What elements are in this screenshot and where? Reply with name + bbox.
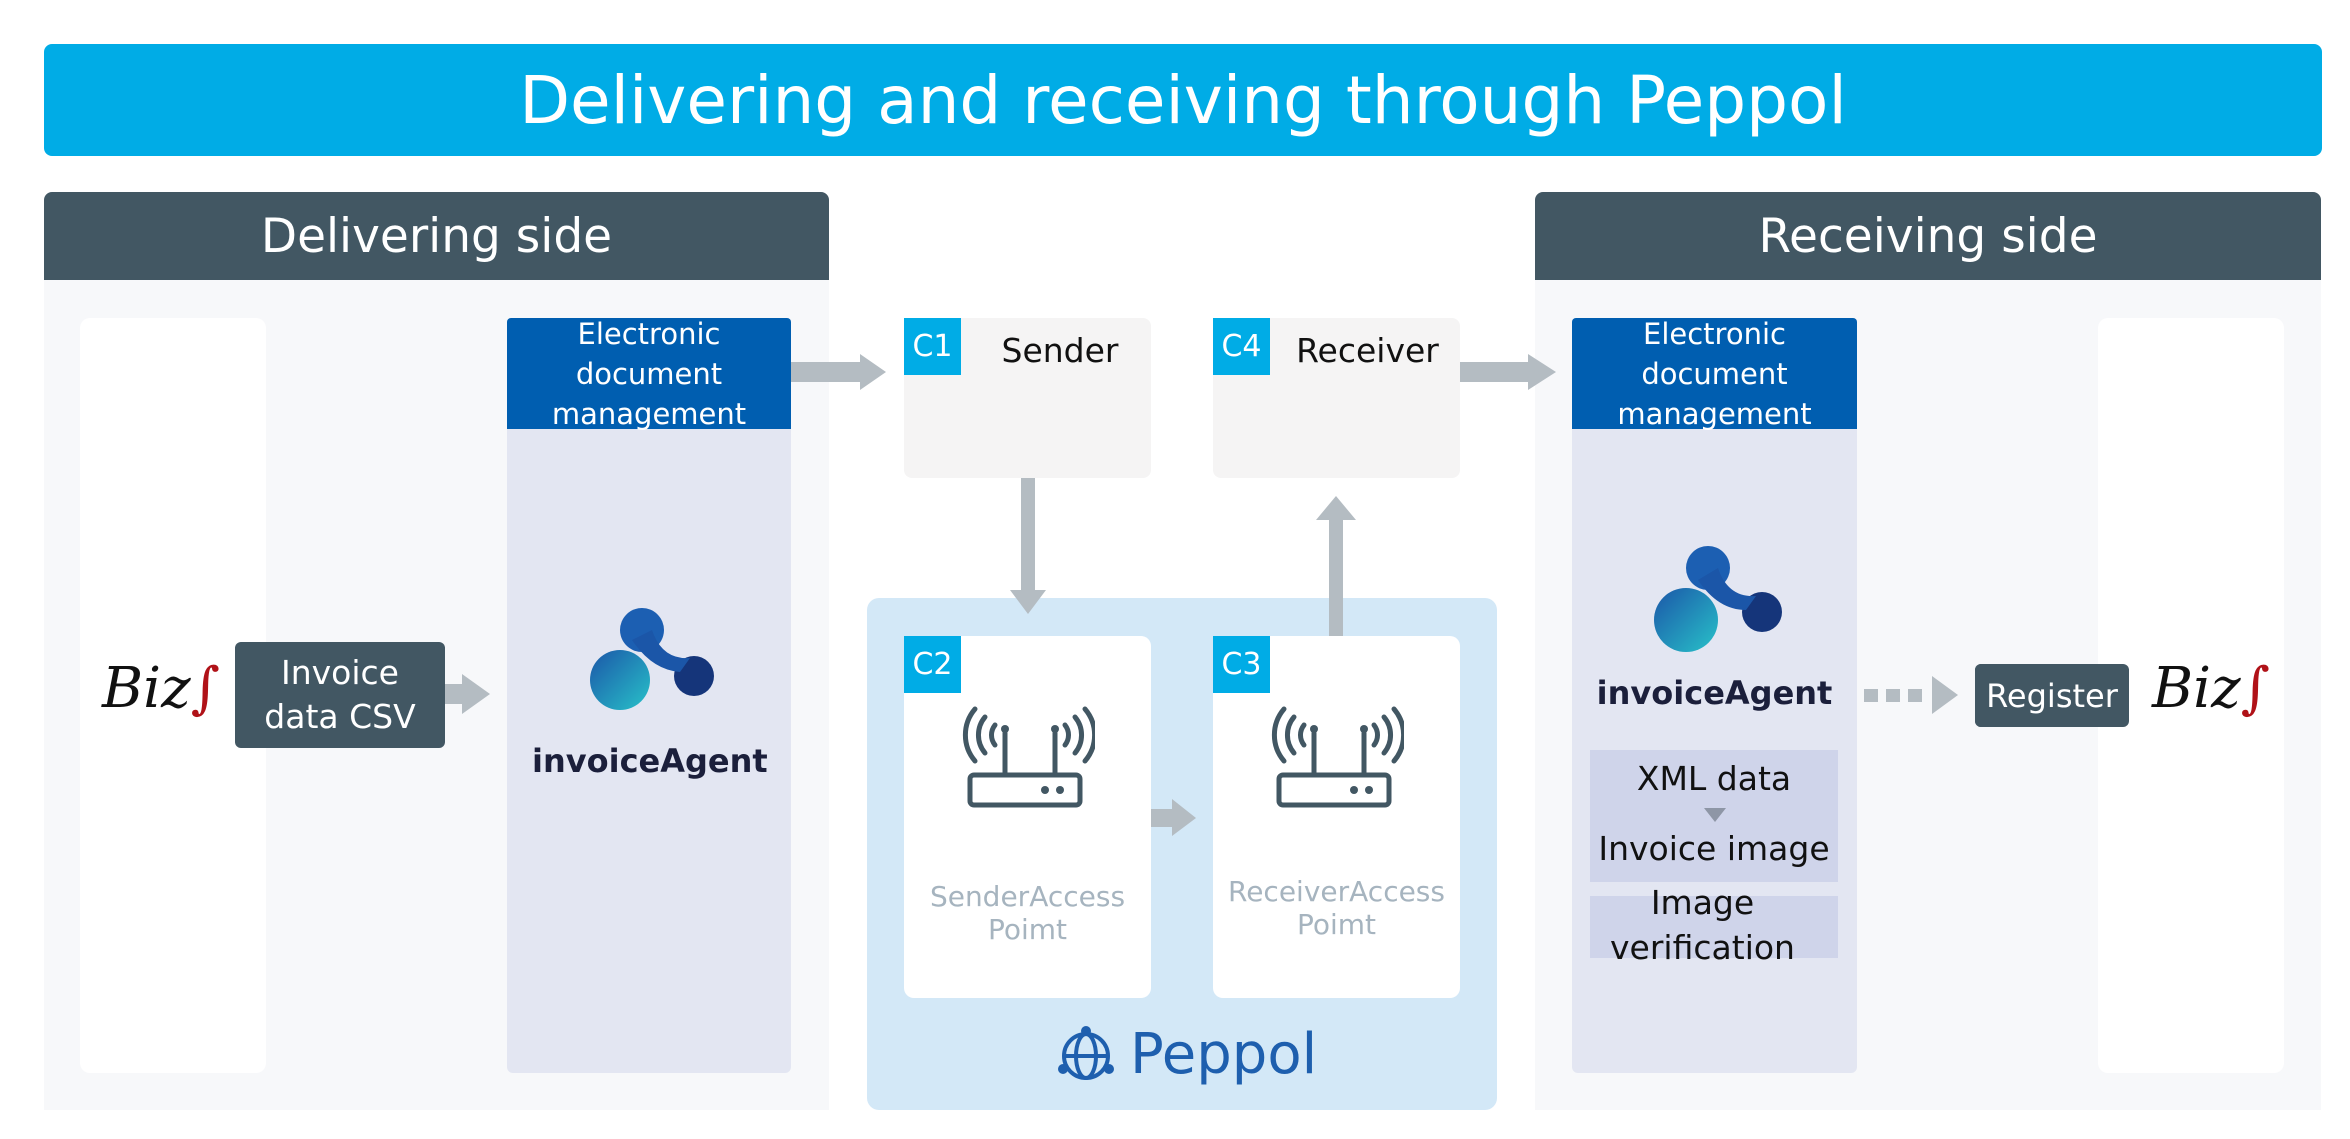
invoice-agent-logo-receiving: invoiceAgent xyxy=(1596,674,1833,712)
biz-logo-mark: ∫ xyxy=(2240,656,2270,721)
c1-badge: C1 xyxy=(904,318,961,375)
receiving-edm-box: Electronic document management xyxy=(1572,317,1857,431)
invoice-image-label: Invoice image xyxy=(1590,826,1838,870)
c2-sender-access-point-card xyxy=(904,636,1151,998)
biz-logo-text: Biz xyxy=(102,656,191,721)
receiving-biz-column xyxy=(2098,318,2284,1073)
biz-logo-text: Biz xyxy=(2152,656,2241,721)
c4-badge: C4 xyxy=(1213,318,1270,375)
c3-receiver-access-point-card xyxy=(1213,636,1460,998)
router-icon xyxy=(962,706,1095,808)
c2-badge-text: C2 xyxy=(912,647,953,682)
arrow-csv-to-agent xyxy=(445,674,490,714)
page-title-text: Delivering and receiving through Peppol xyxy=(519,61,1847,139)
delivering-side-header: Delivering side xyxy=(44,192,829,280)
invoice-agent-icon xyxy=(590,608,714,710)
sender-label-text: Sender xyxy=(1001,330,1119,370)
register-label: Register xyxy=(1986,676,2118,715)
receiver-label: Receiver xyxy=(1285,318,1450,382)
arrow-sender-to-c2 xyxy=(1010,478,1046,614)
sender-label: Sender xyxy=(980,318,1140,382)
c2-badge: C2 xyxy=(904,636,961,693)
c3-badge: C3 xyxy=(1213,636,1270,693)
receiver-access-point-label: ReceiverAccess Poimt xyxy=(1228,875,1445,941)
peppol-globe-icon xyxy=(1058,1026,1114,1080)
xml-data-label: XML data xyxy=(1590,758,1838,798)
receiving-side-header: Receiving side xyxy=(1535,192,2321,280)
page-title: Delivering and receiving through Peppol xyxy=(44,44,2322,156)
receiving-side-heading: Receiving side xyxy=(1758,208,2098,264)
sender-access-point-label: SenderAccess Poimt xyxy=(929,880,1126,946)
arrow-receiver-to-edm xyxy=(1460,354,1556,390)
receiver-label-text: Receiver xyxy=(1296,330,1439,370)
down-triangle-icon xyxy=(1704,808,1726,822)
router-icon xyxy=(1271,706,1404,808)
peppol-logo: Peppol xyxy=(1130,1022,1318,1087)
image-verification-box xyxy=(1590,896,1838,958)
biz-logo-delivering: Biz∫ xyxy=(102,656,220,721)
invoice-image-text: Invoice image xyxy=(1598,828,1830,868)
receiving-edm-label: Electronic document management xyxy=(1617,316,1812,431)
delivering-edm-column xyxy=(507,318,791,1073)
biz-logo-receiving: Biz∫ xyxy=(2152,656,2270,721)
delivering-edm-label: Electronic document management xyxy=(551,316,747,431)
invoice-data-csv-label: Invoice data CSV xyxy=(264,653,416,736)
arrow-dotted-to-register xyxy=(1864,676,1958,714)
c3-badge-text: C3 xyxy=(1221,647,1262,682)
arrow-c2-to-c3 xyxy=(1151,799,1196,836)
image-verification-label: Image verification xyxy=(1610,883,1795,967)
delivering-edm-box: Electronic document management xyxy=(507,317,791,431)
xml-data-text: XML data xyxy=(1636,758,1792,798)
invoice-data-csv-box: Invoice data CSV xyxy=(235,642,445,748)
invoice-agent-icon xyxy=(1654,546,1782,652)
invoice-agent-logo-delivering: invoiceAgent xyxy=(532,742,768,780)
biz-logo-mark: ∫ xyxy=(190,656,220,721)
c1-badge-text: C1 xyxy=(912,329,953,364)
c4-badge-text: C4 xyxy=(1221,329,1262,364)
delivering-side-heading: Delivering side xyxy=(260,208,613,264)
arrow-c3-to-receiver xyxy=(1316,496,1356,636)
arrow-edm-to-sender xyxy=(791,354,886,390)
register-box-overlay: Register xyxy=(1975,664,2129,727)
